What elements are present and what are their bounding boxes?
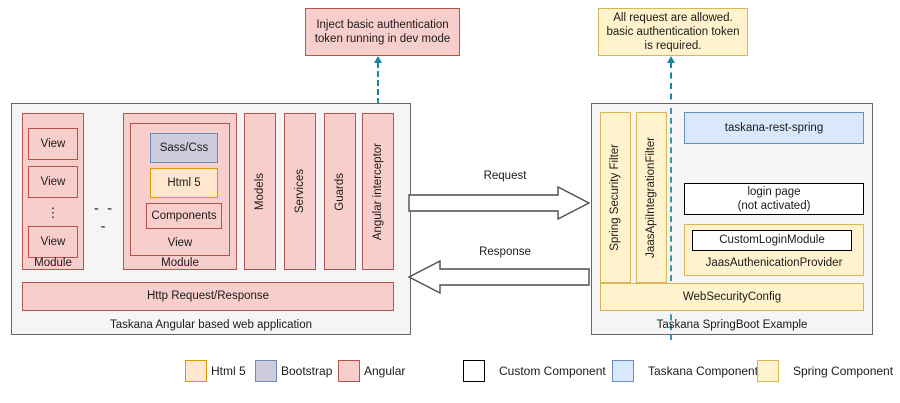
module-b-components[interactable]: Components xyxy=(146,203,222,229)
legend-label-spring-component: Spring Component xyxy=(793,364,894,378)
web-security-config-label: WebSecurityConfig xyxy=(682,290,782,303)
http-request-response-label: Http Request/Response xyxy=(146,290,270,303)
module-b-components-label: Components xyxy=(151,209,217,222)
module-b-view-label: View xyxy=(167,236,193,249)
jaas-api-integration-filter[interactable]: JaasApiIntegrationFilter xyxy=(636,112,667,283)
request-arrow-label-wrap: Request xyxy=(430,168,580,184)
legend-swatch-custom-component xyxy=(463,360,485,382)
legend-swatch-html5 xyxy=(185,360,207,382)
spring-annotation-arrowhead xyxy=(667,56,675,63)
legend-item-angular: Angular xyxy=(338,360,405,382)
module-b-html5-label: Html 5 xyxy=(167,176,201,189)
spring-security-filter-label: Spring Security Filter xyxy=(609,144,622,251)
spring-security-filter[interactable]: Spring Security Filter xyxy=(600,112,631,283)
legend-swatch-angular xyxy=(338,360,360,382)
angular-annotation-connector xyxy=(377,62,379,104)
legend-label-custom-component: Custom Component xyxy=(499,364,606,378)
module-b-label: Module xyxy=(161,257,199,269)
taskana-rest-spring-label: taskana-rest-spring xyxy=(724,121,824,134)
legend-swatch-spring-component xyxy=(757,360,779,382)
login-page-label-line2: (not activated) xyxy=(737,200,811,212)
spring-annotation-connector xyxy=(670,62,672,110)
custom-login-module-label: CustomLoginModule xyxy=(719,234,825,247)
module-b-sass-css[interactable]: Sass/Css xyxy=(150,133,218,163)
legend-label-html5: Html 5 xyxy=(211,364,246,378)
column-services[interactable]: Services xyxy=(284,113,316,270)
module-a-view-1-label: View xyxy=(40,137,66,150)
module-a-view-1[interactable]: View xyxy=(28,128,78,160)
legend-item-html5: Html 5 xyxy=(185,360,246,382)
springboot-panel-caption-wrap: Taskana SpringBoot Example xyxy=(591,316,873,334)
legend-item-spring-component: Spring Component xyxy=(757,360,893,382)
springboot-panel-caption: Taskana SpringBoot Example xyxy=(656,318,808,331)
module-b-sass-css-label: Sass/Css xyxy=(159,141,209,154)
modules-horizontal-ellipsis: - - - xyxy=(88,200,120,235)
jaas-authentication-provider-label-wrap: JaasAuthenicationProvider xyxy=(684,255,864,271)
response-arrow xyxy=(408,260,590,294)
legend-label-taskana-component: Taskana Component xyxy=(648,364,759,378)
module-a-view-3[interactable]: View xyxy=(28,226,78,258)
legend-swatch-bootstrap xyxy=(255,360,277,382)
web-security-config[interactable]: WebSecurityConfig xyxy=(600,283,864,311)
angular-annotation-note: Inject basic authentication token runnin… xyxy=(305,8,460,56)
module-a-label-wrap: Module xyxy=(22,256,84,270)
module-a-label: Module xyxy=(34,257,72,269)
column-services-label: Services xyxy=(293,169,306,214)
custom-login-module[interactable]: CustomLoginModule xyxy=(692,230,852,251)
legend-label-angular: Angular xyxy=(364,364,406,378)
spring-annotation-text: All request are allowed. basic authentic… xyxy=(606,11,740,53)
module-a-view-3-label: View xyxy=(40,235,66,248)
modules-horizontal-ellipsis-glyph: - - - xyxy=(93,199,115,235)
taskana-rest-spring-box[interactable]: taskana-rest-spring xyxy=(684,112,864,144)
request-arrow-label: Request xyxy=(483,169,527,182)
angular-app-panel-caption-wrap: Taskana Angular based web application xyxy=(11,316,411,334)
column-angular-interceptor[interactable]: Angular interceptor xyxy=(362,113,394,270)
spring-boundary-dashed-line xyxy=(670,108,672,340)
module-a-view-2[interactable]: View xyxy=(28,166,78,198)
module-b-label-wrap: Module xyxy=(123,256,237,270)
column-models-label: Models xyxy=(253,172,266,211)
module-a-vertical-ellipsis-glyph: ⋮ xyxy=(46,204,60,220)
module-a-vertical-ellipsis: ⋮ xyxy=(28,202,78,224)
angular-annotation-text: Inject basic authentication token runnin… xyxy=(314,18,451,45)
column-angular-interceptor-label: Angular interceptor xyxy=(371,142,384,241)
angular-app-panel-caption: Taskana Angular based web application xyxy=(109,318,313,331)
http-request-response-bar[interactable]: Http Request/Response xyxy=(22,282,394,311)
response-arrow-label-wrap: Response xyxy=(430,244,580,260)
module-a-view-2-label: View xyxy=(40,175,66,188)
request-arrow xyxy=(408,186,590,220)
legend-swatch-taskana-component xyxy=(612,360,634,382)
module-b-view-label-wrap: View xyxy=(130,235,230,251)
spring-annotation-note: All request are allowed. basic authentic… xyxy=(598,8,748,56)
legend-item-taskana-component: Taskana Component xyxy=(612,360,758,382)
legend-item-bootstrap: Bootstrap xyxy=(255,360,332,382)
legend-label-bootstrap: Bootstrap xyxy=(281,364,333,378)
angular-annotation-arrowhead xyxy=(374,56,382,63)
login-page-box[interactable]: login page (not activated) xyxy=(684,183,864,215)
column-guards[interactable]: Guards xyxy=(324,113,356,270)
jaas-api-integration-filter-label: JaasApiIntegrationFilter xyxy=(645,137,658,258)
login-page-label-line1: login page xyxy=(747,185,801,198)
jaas-authentication-provider-label: JaasAuthenicationProvider xyxy=(705,256,843,269)
legend-item-custom-component: Custom Component xyxy=(463,360,606,382)
response-arrow-label: Response xyxy=(479,245,531,258)
module-b-html5[interactable]: Html 5 xyxy=(150,168,218,198)
column-guards-label: Guards xyxy=(333,172,346,211)
column-models[interactable]: Models xyxy=(244,113,276,270)
